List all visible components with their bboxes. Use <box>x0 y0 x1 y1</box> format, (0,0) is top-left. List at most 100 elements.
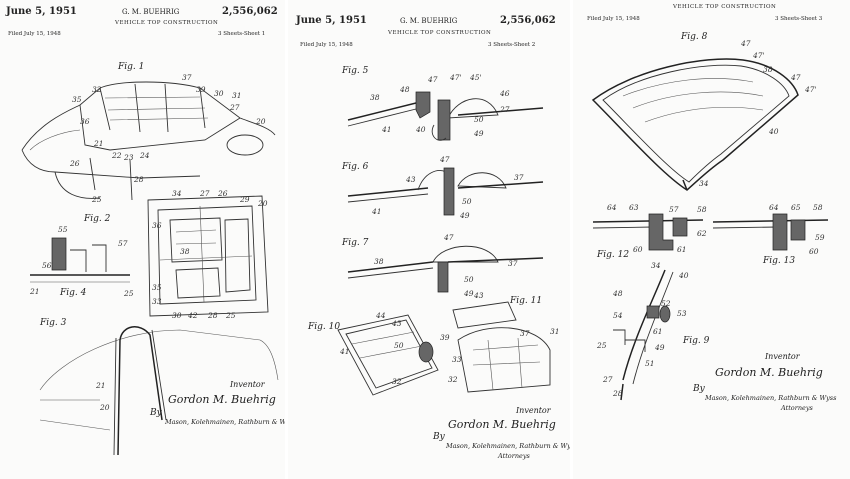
ref-numeral: 38 <box>763 65 773 74</box>
ref-numeral: 45' <box>469 73 482 82</box>
attorneys-suffix: Attorneys <box>498 452 530 460</box>
ref-numeral: 58 <box>813 203 823 212</box>
ref-numeral: 36 <box>152 221 162 230</box>
figure-label-fig1: Fig. 1 <box>118 62 145 72</box>
inventor-signature: Gordon M. Buehrig <box>715 366 823 379</box>
ref-numeral: 47' <box>752 51 765 60</box>
ref-numeral: 37 <box>182 73 192 82</box>
patent-date: June 5, 1951 <box>6 6 77 17</box>
attorneys-signature: Mason, Kolehmainen, Rathburn & Wyss <box>705 394 837 402</box>
ref-numeral: 54 <box>613 311 623 320</box>
fig2-frame-drawing <box>147 195 269 317</box>
ref-numeral: 57 <box>669 205 679 214</box>
filed-date: Filed July 15, 1948 <box>300 42 353 48</box>
ref-numeral: 47 <box>439 155 450 164</box>
ref-numeral: 35 <box>72 95 82 104</box>
ref-numeral: 37 <box>514 173 524 182</box>
ref-numeral: 50 <box>464 275 474 284</box>
ref-numeral: 47' <box>804 85 817 94</box>
figure-label-fig6: Fig. 6 <box>342 162 369 172</box>
ref-numeral: 25 <box>123 289 134 298</box>
figure-label-fig11: Fig. 11 <box>510 296 543 306</box>
figure-label-fig3: Fig. 3 <box>40 318 67 328</box>
patent-inventor-header: G. M. BUEHRIG <box>400 17 458 25</box>
fig1-reference-numerals: 35 32 37 39 30 31 27 20 21 22 23 24 25 2… <box>69 73 266 204</box>
ref-numeral: 59 <box>815 233 825 242</box>
ref-numeral: 37 <box>520 329 530 338</box>
ref-numeral: 22 <box>111 151 122 160</box>
patent-inventor-header: G. M. BUEHRIG <box>122 8 180 16</box>
ref-numeral: 39 <box>196 85 206 94</box>
by-label: By <box>433 432 445 442</box>
ref-numeral: 57 <box>118 239 128 248</box>
ref-numeral: 27 <box>499 105 510 114</box>
fig3-reference-numerals: 21 20 <box>95 381 110 412</box>
figure-label-fig8: Fig. 8 <box>681 32 708 42</box>
figure-label-fig9: Fig. 9 <box>683 336 710 346</box>
ref-numeral: 48 <box>612 289 623 298</box>
ref-numeral: 49 <box>654 343 665 352</box>
ref-numeral: 49 <box>473 129 484 138</box>
ref-numeral: 50 <box>474 115 484 124</box>
fig4-reference-numerals: 55 57 56 21 25 <box>29 225 134 298</box>
ref-numeral: 36 <box>80 117 90 126</box>
figure-label-fig2: Fig. 2 <box>84 214 111 224</box>
fig12-reference-numerals: 64 63 58 60 61 62 57 <box>607 203 707 254</box>
ref-numeral: 37 <box>508 259 518 268</box>
ref-numeral: 46 <box>499 89 510 98</box>
ref-numeral: 43 <box>391 319 402 328</box>
patent-sheet-1: June 5, 1951 G. M. BUEHRIG 2,556,062 VEH… <box>0 0 285 479</box>
ref-numeral: 41 <box>339 347 350 356</box>
ref-numeral: 51 <box>645 359 655 368</box>
ref-numeral: 30 <box>172 311 182 320</box>
ref-numeral: 21 <box>95 381 106 390</box>
ref-numeral: 49 <box>459 211 470 220</box>
ref-numeral: 20 <box>257 199 268 208</box>
fig9-section-drawing <box>613 269 674 401</box>
ref-numeral: 64 <box>769 203 779 212</box>
figure-label-fig13: Fig. 13 <box>763 256 796 266</box>
ref-numeral: 47' <box>449 73 462 82</box>
ref-numeral: 61 <box>677 245 687 254</box>
ref-numeral: 47 <box>443 233 454 242</box>
ref-numeral: 58 <box>697 205 707 214</box>
fig9-reference-numerals: 34 40 48 52 53 54 61 49 51 25 27 28 <box>596 261 689 398</box>
inventor-label: Inventor <box>765 352 800 361</box>
ref-numeral: 33 <box>452 355 462 364</box>
fig6-reference-numerals: 47 43 37 50 41 49 <box>371 155 524 220</box>
ref-numeral: 32 <box>392 377 402 386</box>
ref-numeral: 26 <box>217 189 228 198</box>
ref-numeral: 47 <box>740 39 751 48</box>
ref-numeral: 52 <box>661 299 671 308</box>
fig1-car-drawing <box>21 81 276 201</box>
ref-numeral: 40 <box>768 127 779 136</box>
fig2-reference-numerals: 34 27 26 29 20 36 35 33 38 25 28 42 30 <box>152 189 268 320</box>
fig12-section-drawing <box>592 213 704 251</box>
patent-number: 2,556,062 <box>500 15 556 26</box>
ref-numeral: 50 <box>462 197 472 206</box>
ref-numeral: 31 <box>232 91 242 100</box>
ref-numeral: 47 <box>790 73 801 82</box>
ref-numeral: 26 <box>69 159 80 168</box>
patent-sheet-2: June 5, 1951 G. M. BUEHRIG 2,556,062 VEH… <box>288 0 570 479</box>
fig8-reference-numerals: 47 47' 38 47 47' 40 34 <box>699 39 817 188</box>
ref-numeral: 42 <box>187 311 198 320</box>
sheet2-drawings: 47 47' 45' 48 46 38 27 41 40 50 49 47 43… <box>337 73 560 396</box>
ref-numeral: 33 <box>152 297 162 306</box>
fig4-section-drawing <box>30 237 130 283</box>
fig11-reference-numerals: 43 37 31 33 32 <box>448 291 560 384</box>
ref-numeral: 28 <box>207 311 218 320</box>
ref-numeral: 63 <box>629 203 639 212</box>
fig5-section-drawing <box>347 91 544 141</box>
ref-numeral: 20 <box>99 403 110 412</box>
fig10-panel-drawing <box>337 314 439 396</box>
fig7-section-drawing <box>347 245 544 293</box>
patent-sheet-3: Filed July 15, 1948 VEHICLE TOP CONSTRUC… <box>573 0 850 479</box>
ref-numeral: 44 <box>375 311 386 320</box>
figure-label-fig10: Fig. 10 <box>308 322 341 332</box>
figure-label-fig12: Fig. 12 <box>597 250 630 260</box>
sheet3-drawings: 47 47' 38 47 47' 40 34 64 63 58 60 61 62… <box>591 39 829 401</box>
ref-numeral: 39 <box>440 333 450 342</box>
ref-numeral: 38 <box>180 247 190 256</box>
sheet-number: 3 Sheets-Sheet 1 <box>218 31 266 37</box>
